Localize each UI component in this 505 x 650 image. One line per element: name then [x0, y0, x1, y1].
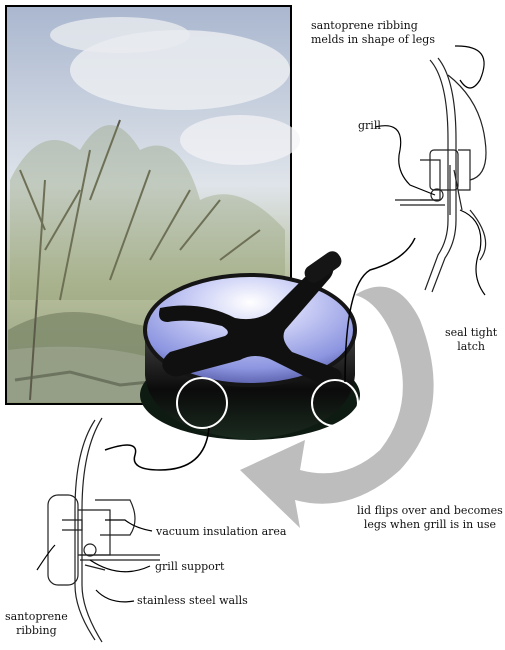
top-section-drawing [395, 57, 487, 293]
label-leaders [36, 45, 486, 603]
label-santoprene-ribbing-top: santoprene ribbing melds in shape of leg… [311, 19, 435, 46]
label-lid-flips: lid flips over and becomes legs when gri… [357, 504, 503, 531]
label-santoprene-ribbing-bottom: santoprene ribbing [5, 610, 68, 637]
leader-right-circle [344, 237, 416, 383]
curved-flip-arrow [240, 286, 434, 528]
label-grill-support: grill support [155, 560, 225, 573]
label-grill: grill [358, 119, 381, 132]
label-vacuum-insulation: vacuum insulation area [156, 525, 287, 538]
bottom-section-drawing [47, 417, 160, 643]
highlight-circle-right [311, 379, 359, 427]
portable-grill-render [140, 251, 360, 440]
leader-left-circle [104, 427, 210, 471]
highlight-circle-left [176, 377, 228, 429]
label-seal-tight-latch: seal tight latch [445, 326, 498, 353]
label-stainless-steel: stainless steel walls [137, 594, 248, 607]
